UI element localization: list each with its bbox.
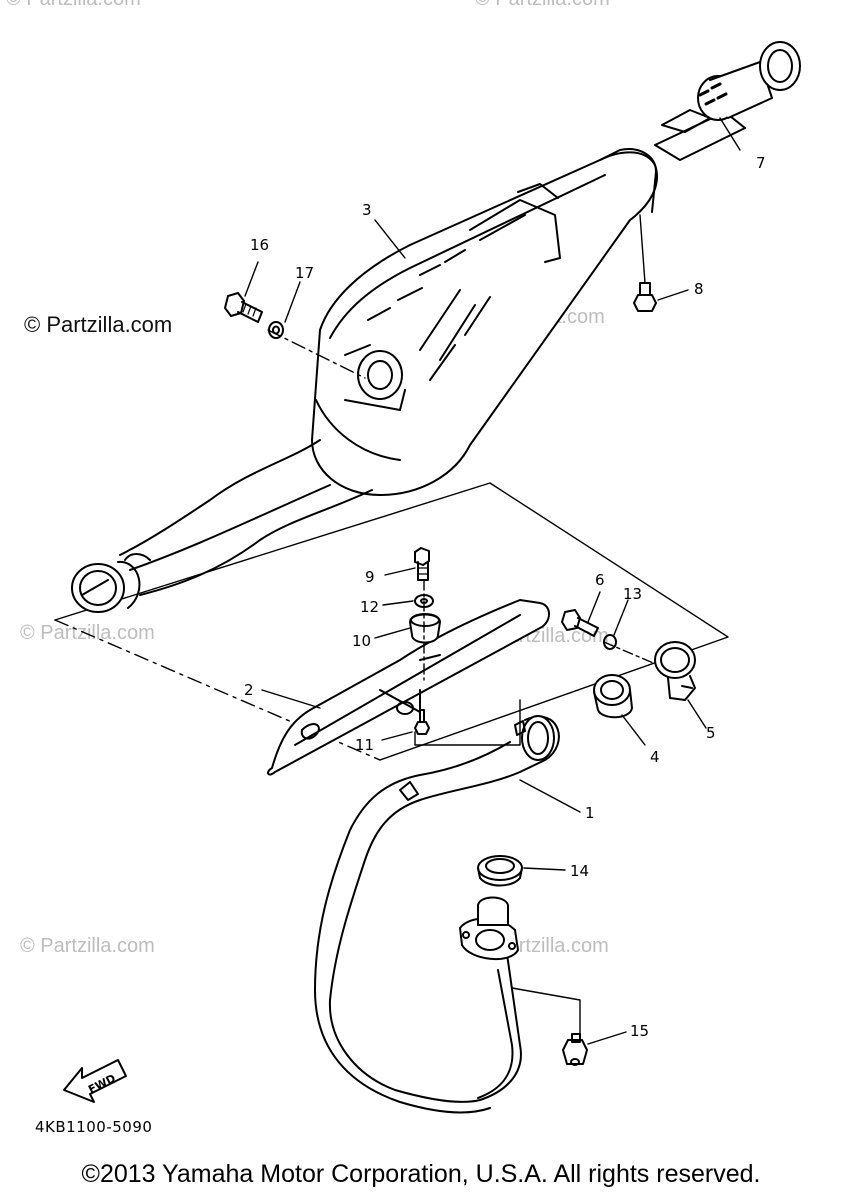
muffler-part-3 <box>71 148 658 613</box>
callout-14: 14 <box>570 862 589 880</box>
gasket-part-14 <box>477 855 523 887</box>
callout-16: 16 <box>250 236 269 254</box>
copyright-notice: ©2013 Yamaha Motor Corporation, U.S.A. A… <box>81 1160 761 1188</box>
callout-13: 13 <box>623 585 642 603</box>
callout-11: 11 <box>355 736 374 754</box>
callout-17: 17 <box>295 264 314 282</box>
diagram-code: 4KB1100-5090 <box>35 1118 153 1136</box>
exhaust-pipe-part-1 <box>314 715 560 1114</box>
callout-10: 10 <box>352 632 371 650</box>
washer-part-17 <box>268 321 284 339</box>
callout-3: 3 <box>362 201 372 219</box>
nut-part-11 <box>414 709 430 735</box>
watermark: © Partzilla.com <box>6 0 141 11</box>
callout-8: 8 <box>694 280 704 298</box>
callout-15: 15 <box>630 1022 649 1040</box>
bracket-part-2 <box>267 599 550 776</box>
tailpipe-part-7 <box>654 41 801 161</box>
damper-part-10 <box>409 613 441 644</box>
center-line <box>267 329 366 379</box>
callout-7: 7 <box>756 154 766 172</box>
bolt-part-9 <box>414 547 430 581</box>
callout-9: 9 <box>365 568 375 586</box>
gasket-part-4 <box>593 674 633 719</box>
clamp-part-5 <box>654 641 696 701</box>
fwd-arrow-icon: FWD <box>63 1059 127 1103</box>
callout-1: 1 <box>585 804 595 822</box>
callout-12: 12 <box>360 598 379 616</box>
watermark: © Partzilla.com <box>475 0 610 11</box>
bolt-part-6 <box>561 609 599 637</box>
assembly-outline <box>54 482 729 761</box>
nut-part-8 <box>633 214 657 312</box>
callout-5: 5 <box>706 724 716 742</box>
callout-6: 6 <box>595 571 605 589</box>
leader-lines <box>244 117 741 1045</box>
callout-4: 4 <box>650 748 660 766</box>
watermark-dark: © Partzilla.com <box>24 312 173 337</box>
nut-part-15 <box>562 1033 588 1066</box>
washer-part-13 <box>603 634 617 650</box>
bolt-part-16 <box>224 292 263 323</box>
callout-numbers: 1 2 3 4 5 6 7 8 9 10 11 12 13 14 15 16 1… <box>244 154 766 1040</box>
watermark: © Partzilla.com <box>20 935 155 957</box>
callout-2: 2 <box>244 681 254 699</box>
watermark: © Partzilla.com <box>20 622 155 644</box>
